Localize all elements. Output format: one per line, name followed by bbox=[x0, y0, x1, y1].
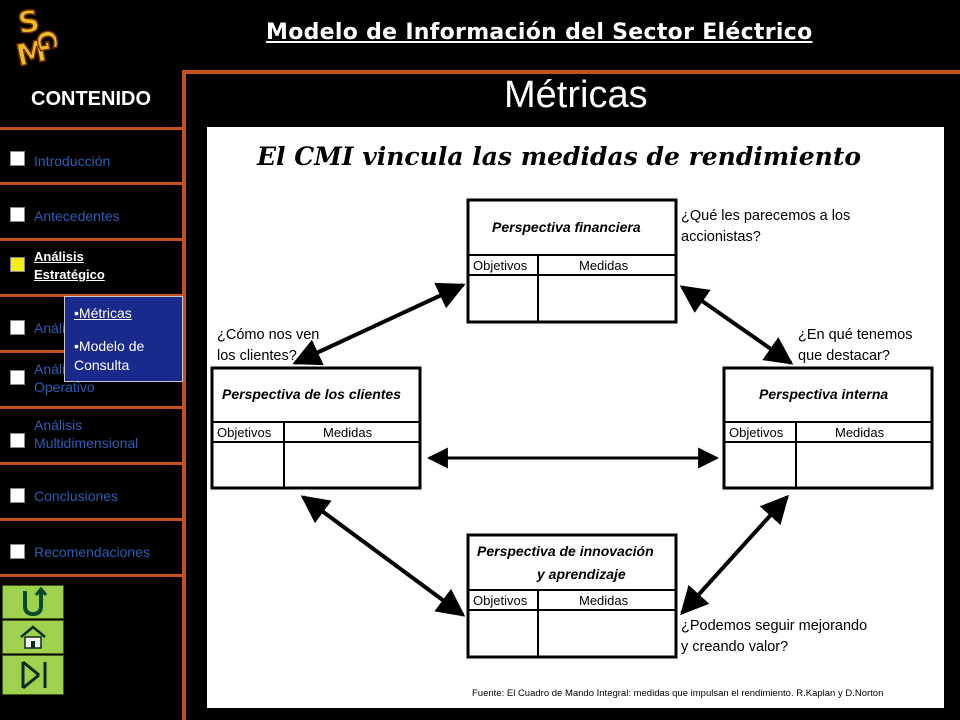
bullet-square-icon bbox=[10, 207, 25, 222]
svg-text:G: G bbox=[29, 28, 62, 54]
submenu-item-metricas[interactable]: •Métricas bbox=[74, 305, 132, 321]
col-objetivos: Objetivos bbox=[473, 593, 528, 608]
sidebar-item-label: Recomendaciones bbox=[34, 544, 150, 560]
sidebar-heading: CONTENIDO bbox=[31, 88, 151, 110]
sidebar-item-analisis-estrategico[interactable]: Análisis Estratégico bbox=[0, 241, 182, 293]
bullet-square-icon bbox=[10, 320, 25, 335]
box-perspectiva-clientes: Perspectiva de los clientes Objetivos Me… bbox=[210, 366, 422, 490]
home-icon bbox=[20, 625, 46, 649]
submenu-analisis-estrategico: •Métricas •Modelo de Consulta bbox=[64, 296, 183, 382]
sidebar-separator bbox=[0, 238, 182, 241]
home-button[interactable] bbox=[2, 620, 64, 654]
app-header-title: Modelo de Información del Sector Eléctri… bbox=[266, 20, 813, 45]
sidebar-item-introduccion[interactable]: Introducción bbox=[0, 130, 182, 182]
source-citation: Fuente: El Cuadro de Mando Integral: med… bbox=[472, 688, 883, 699]
question-interna-line1: ¿En qué tenemos bbox=[798, 327, 912, 343]
sidebar-separator bbox=[0, 574, 182, 577]
sidebar-separator bbox=[0, 518, 182, 521]
bullet-square-icon bbox=[10, 370, 25, 385]
diagram-title: El CMI vincula las medidas de rendimient… bbox=[256, 142, 861, 171]
sidebar-item-label: Antecedentes bbox=[34, 208, 120, 224]
smg-logo: S M G bbox=[12, 3, 66, 75]
header-divider bbox=[186, 70, 960, 74]
return-icon bbox=[23, 586, 48, 617]
question-clientes-line1: ¿Cómo nos ven bbox=[217, 327, 319, 343]
col-medidas: Medidas bbox=[835, 425, 885, 440]
box-perspectiva-interna: Perspectiva interna Objetivos Medidas bbox=[722, 366, 934, 490]
sidebar-item-label: Análisis Multidimensional bbox=[34, 417, 139, 451]
sidebar-item-label: Introducción bbox=[34, 153, 111, 169]
sidebar-separator bbox=[0, 127, 182, 130]
sidebar-item-conclusiones[interactable]: Conclusiones bbox=[0, 465, 182, 517]
end-button[interactable] bbox=[2, 655, 64, 695]
submenu-item-modelo-de-consulta[interactable]: •Modelo de Consulta bbox=[74, 338, 145, 373]
arrow-financiera-interna bbox=[679, 285, 794, 365]
sidebar-separator bbox=[0, 294, 182, 297]
box-title: Perspectiva interna bbox=[759, 386, 888, 402]
question-financiera-line1: ¿Qué les parecemos a los bbox=[681, 208, 850, 224]
box-perspectiva-innovacion: Perspectiva de innovación y aprendizaje … bbox=[466, 533, 678, 659]
box-perspectiva-financiera: Perspectiva financiera Objetivos Medidas bbox=[466, 198, 678, 324]
arrow-clientes-innovacion bbox=[300, 495, 466, 617]
arrow-innovacion-interna bbox=[680, 494, 789, 616]
box-title: y aprendizaje bbox=[536, 566, 626, 582]
bullet-square-icon bbox=[10, 433, 25, 448]
question-innovacion-line1: ¿Podemos seguir mejorando bbox=[681, 618, 867, 634]
col-objetivos: Objetivos bbox=[217, 425, 272, 440]
end-icon bbox=[21, 660, 47, 690]
sidebar-item-antecedentes[interactable]: Antecedentes bbox=[0, 185, 182, 237]
col-medidas: Medidas bbox=[579, 258, 629, 273]
question-interna-line2: que destacar? bbox=[798, 348, 890, 364]
bullet-square-active-icon bbox=[10, 257, 25, 272]
return-button[interactable] bbox=[2, 585, 64, 619]
question-innovacion-line2: y creando valor? bbox=[681, 639, 788, 655]
sidebar-divider bbox=[182, 70, 186, 720]
sidebar-separator bbox=[0, 462, 182, 465]
sidebar-item-recomendaciones[interactable]: Recomendaciones bbox=[0, 521, 182, 573]
arrow-clientes-financiera bbox=[292, 282, 466, 366]
box-title: Perspectiva de los clientes bbox=[222, 386, 401, 402]
sidebar-item-label: Análisis Estratégico bbox=[34, 249, 105, 282]
question-financiera-line2: accionistas? bbox=[681, 229, 761, 245]
col-medidas: Medidas bbox=[323, 425, 373, 440]
cmi-diagram: El CMI vincula las medidas de rendimient… bbox=[207, 127, 944, 708]
box-title: Perspectiva de innovación bbox=[477, 543, 654, 559]
sidebar-item-label: Conclusiones bbox=[34, 488, 119, 504]
question-clientes-line2: los clientes? bbox=[217, 348, 297, 364]
col-medidas: Medidas bbox=[579, 593, 629, 608]
sidebar-item-analisis-multidimensional[interactable]: Análisis Multidimensional bbox=[0, 409, 182, 461]
col-objetivos: Objetivos bbox=[473, 258, 528, 273]
page-title: Métricas bbox=[504, 74, 648, 116]
bullet-square-icon bbox=[10, 151, 25, 166]
bullet-square-icon bbox=[10, 488, 25, 503]
sidebar-separator bbox=[0, 182, 182, 185]
box-title: Perspectiva financiera bbox=[492, 219, 641, 235]
sidebar-separator bbox=[0, 406, 182, 409]
bullet-square-icon bbox=[10, 544, 25, 559]
col-objetivos: Objetivos bbox=[729, 425, 784, 440]
